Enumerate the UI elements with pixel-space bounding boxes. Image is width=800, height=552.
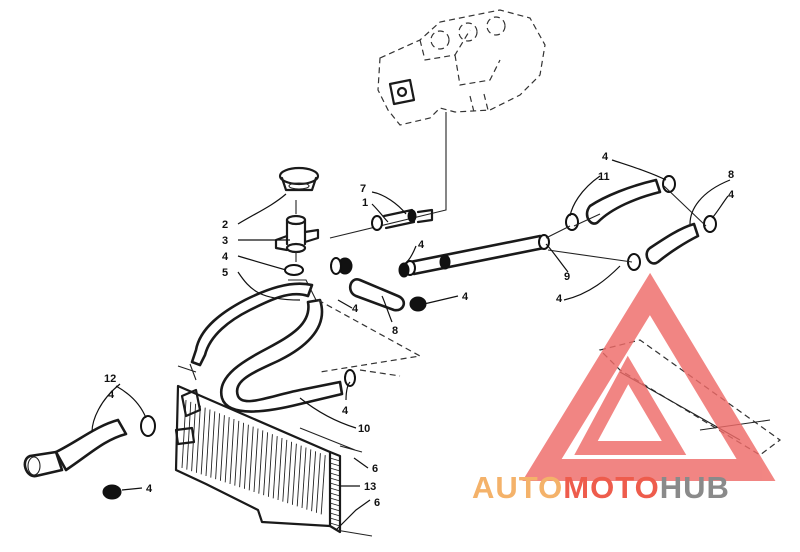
radiator-edge-serration	[329, 522, 341, 527]
callout-5: 5	[222, 267, 228, 279]
radiator-edge-serration	[329, 517, 341, 522]
hose-clamp	[344, 369, 356, 387]
radiator-fin	[205, 409, 211, 477]
radiator-fin	[282, 439, 288, 502]
callout-4: 4	[222, 251, 229, 263]
callout-10: 10	[358, 423, 370, 435]
callout-4: 4	[418, 239, 425, 251]
radiator-fin	[315, 453, 321, 513]
inlet-guide-lines	[177, 363, 197, 381]
radiator-fin	[277, 437, 283, 501]
callout-8: 8	[392, 325, 398, 337]
tee-link-line	[288, 252, 317, 301]
radiator-edge-serration	[329, 502, 341, 507]
radiator-fin	[301, 447, 307, 509]
engine-bypass-line	[329, 112, 447, 239]
callout-4: 4	[342, 405, 349, 417]
radiator-fin	[306, 449, 312, 510]
radiator-fin	[272, 436, 278, 499]
radiator-fin	[200, 407, 206, 475]
radiator-fin	[239, 422, 245, 488]
radiator-fin	[195, 405, 201, 473]
radiator-edge-serration	[329, 457, 341, 462]
radiator-inlet-fitting	[180, 388, 202, 418]
radiator-fin	[234, 420, 240, 486]
radiator-edge-serration	[329, 482, 341, 487]
bypass-fitting	[371, 208, 434, 231]
radiator-edge-serration	[329, 467, 341, 472]
radiator-guide-lines	[299, 427, 373, 537]
radiator-fin	[243, 424, 249, 489]
right-curved-hose	[627, 215, 717, 271]
hose-clamp	[330, 257, 342, 275]
wordmark-moto: MOTO	[563, 470, 660, 505]
radiator-fin	[258, 430, 264, 494]
radiator-edge-serration	[329, 462, 341, 467]
radiator-fin	[219, 415, 225, 481]
callout-labels: 2 3 4 5 7 1 4 4 8 4 9 4 4 11 8 4 4 10 12…	[104, 151, 735, 509]
main-hose-upper	[190, 282, 344, 413]
upper-right-hose	[565, 175, 676, 231]
radiator-fin	[229, 418, 235, 485]
callout-8: 8	[728, 169, 734, 181]
callout-4: 4	[728, 189, 735, 201]
radiator-fin	[287, 441, 293, 504]
radiator-edge-serration	[329, 492, 341, 497]
radiator-fin	[263, 432, 269, 496]
radiator-edge-serration	[329, 512, 341, 517]
callout-7: 7	[360, 183, 366, 195]
wordmark-auto: AUTO	[472, 470, 564, 505]
radiator-edge-serration	[329, 497, 341, 502]
triangle-outer	[522, 272, 776, 481]
filler-neck-tee	[274, 200, 320, 254]
callout-12: 12	[104, 373, 116, 385]
radiator-fin	[210, 411, 216, 478]
assembly-guide-lines	[545, 185, 707, 263]
engine-block-outline	[377, 9, 546, 126]
radiator-fin	[296, 445, 302, 507]
radiator-fin	[291, 443, 297, 505]
callout-4: 4	[108, 389, 115, 401]
callout-2: 2	[222, 219, 228, 231]
radiator-edge-serration	[329, 507, 341, 512]
hose-clamp	[409, 296, 427, 312]
callout-4: 4	[602, 151, 609, 163]
callout-11: 11	[598, 171, 610, 183]
callout-4: 4	[556, 293, 563, 305]
radiator-fin	[320, 455, 326, 515]
long-coolant-tube	[398, 234, 550, 278]
triangle-inner	[574, 355, 687, 455]
callout-6: 6	[372, 463, 378, 475]
callout-6: 6	[374, 497, 380, 509]
lower-elbow-hose	[23, 415, 196, 500]
callout-13: 13	[364, 481, 376, 493]
radiator-cap	[278, 166, 320, 192]
radiator-edge-serration	[329, 477, 341, 482]
watermark-wordmark: AUTOMOTOHUB	[472, 470, 730, 506]
watermark-triangle-logo	[522, 272, 776, 481]
radiator-fin	[253, 428, 259, 493]
callout-1: 1	[362, 197, 368, 209]
leader-lines	[91, 159, 731, 531]
radiator-fin	[215, 413, 221, 480]
radiator-fin	[224, 417, 230, 483]
callout-4: 4	[462, 291, 469, 303]
wordmark-hub: HUB	[659, 470, 730, 505]
hose-clamp	[284, 264, 304, 276]
radiator-fin	[267, 434, 273, 497]
radiator-fin	[248, 426, 254, 491]
callout-9: 9	[564, 271, 570, 283]
tunnel-outline	[317, 299, 422, 377]
callout-4: 4	[352, 303, 359, 315]
radiator-fin	[311, 451, 317, 512]
straight-hose-lower	[348, 278, 406, 312]
callout-4: 4	[146, 483, 153, 495]
radiator-edge-serration	[329, 487, 341, 492]
radiator-edge-serration	[329, 472, 341, 477]
callout-3: 3	[222, 235, 228, 247]
